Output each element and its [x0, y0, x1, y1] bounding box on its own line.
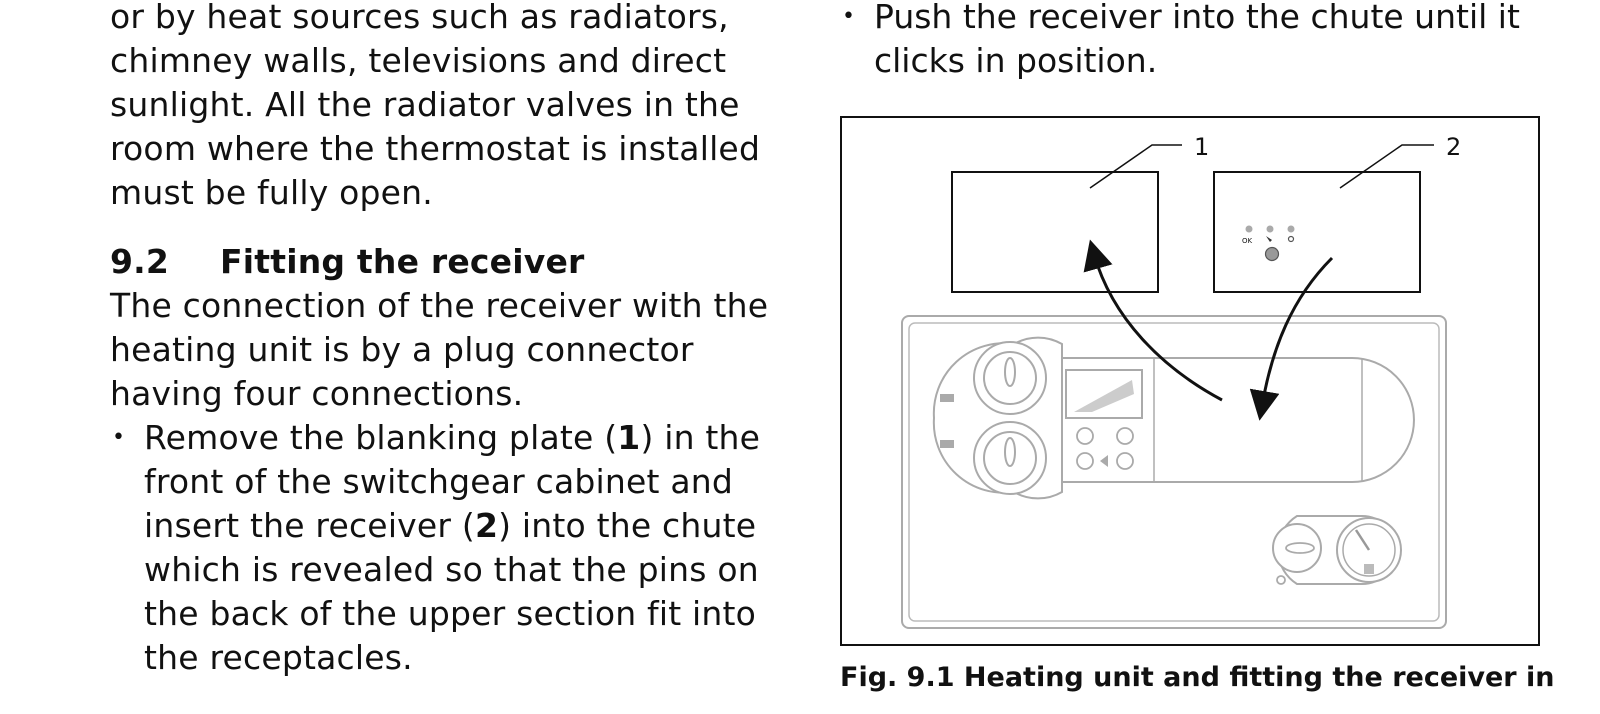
flame-icon	[1266, 236, 1272, 242]
chimney-sweep-icon	[1100, 455, 1108, 467]
blanking-plate	[951, 171, 1159, 293]
bullet-remove-blanking-plate: • Remove the blanking plate (1) in the f…	[110, 416, 770, 680]
plus-button-icon[interactable]	[1116, 452, 1134, 470]
bullet1-text-part2: ) in the front of the switchgear cabinet…	[144, 418, 761, 545]
control-panel-outer	[901, 315, 1447, 629]
minus-button-icon[interactable]	[1076, 452, 1094, 470]
bullet1-text-part3: ) into the chute which is revealed so th…	[144, 506, 759, 677]
right-column: • Push the receiver into the chute until…	[840, 0, 1540, 83]
reset-button-icon[interactable]	[1116, 427, 1134, 445]
tap-icon	[940, 440, 954, 448]
callout-line-1	[1089, 144, 1182, 189]
bullet-push-receiver: • Push the receiver into the chute until…	[840, 0, 1540, 83]
callout-line-2	[1339, 144, 1434, 189]
heating-dial-grip	[1004, 357, 1016, 387]
bullet1-text-part1: Remove the blanking plate (	[144, 418, 618, 457]
radiator-icon	[940, 394, 954, 402]
bullet-dot: •	[112, 425, 126, 450]
control-panel-inner	[908, 322, 1440, 622]
led-burner-icon	[1266, 225, 1274, 233]
callout-label-2: 2	[1446, 133, 1461, 161]
main-switch-knob[interactable]	[1272, 523, 1322, 573]
warning-icon	[1287, 235, 1295, 243]
figure-caption: Fig. 9.1 Heating unit and fitting the re…	[840, 662, 1555, 693]
callout-label-1: 1	[1194, 133, 1209, 161]
hotwater-dial-grip	[1004, 437, 1016, 467]
info-button-icon[interactable]	[1076, 427, 1094, 445]
main-switch-grip	[1285, 542, 1315, 554]
power-off-icon	[1276, 575, 1286, 585]
left-column: or by heat sources such as radiators, ch…	[110, 0, 770, 680]
section-number: 9.2	[110, 242, 170, 281]
led-fault-icon	[1287, 225, 1295, 233]
ref-2: 2	[474, 506, 499, 545]
display-glare	[1074, 380, 1134, 412]
section-body: The connection of the receiver with the …	[110, 286, 769, 413]
led-ok-icon	[1245, 225, 1253, 233]
led-ok-label: OK	[1242, 237, 1253, 245]
figure-9-1: 1 2 OK	[840, 116, 1540, 646]
heating-dial-knob[interactable]	[983, 351, 1037, 405]
section-title: Fitting the receiver	[220, 242, 585, 281]
ref-1: 1	[617, 418, 641, 457]
bullet-dot: •	[842, 4, 855, 29]
arrow-remove-plate	[1083, 239, 1223, 402]
arrow-insert-receiver	[1249, 256, 1334, 421]
bullet2-text: Push the receiver into the chute until i…	[874, 0, 1520, 80]
control-strip	[1022, 357, 1415, 483]
pressure-unit-icon	[1364, 564, 1374, 574]
receiver-button-icon	[1264, 246, 1280, 262]
hotwater-dial-knob[interactable]	[983, 431, 1037, 485]
section-heading: 9.2 Fitting the receiver	[110, 240, 770, 284]
intro-paragraph: or by heat sources such as radiators, ch…	[110, 0, 761, 212]
pressure-gauge-needle	[1354, 529, 1371, 551]
heating-unit-diagram: 1 2 OK	[901, 133, 1461, 629]
